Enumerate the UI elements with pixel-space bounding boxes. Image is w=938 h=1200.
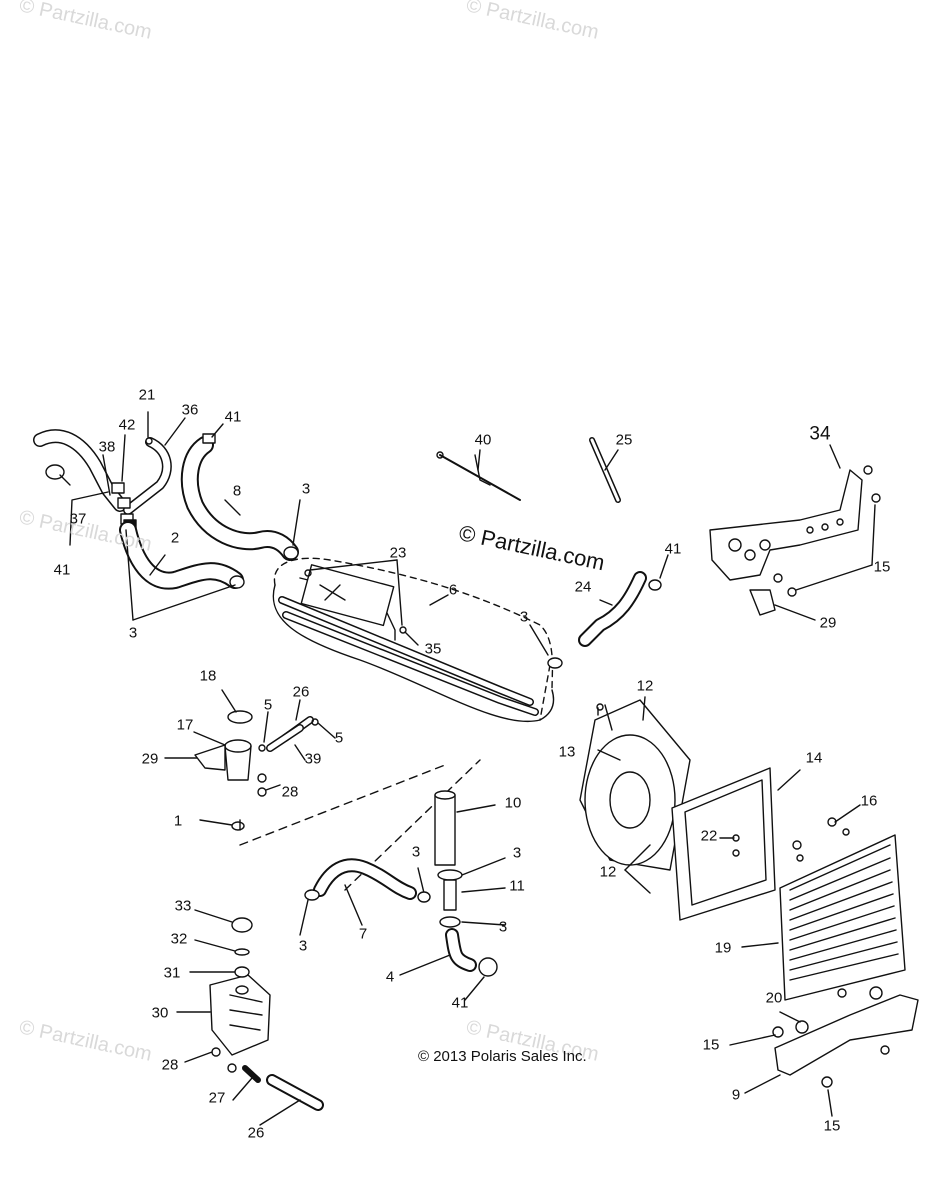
callout-28-b: 28 bbox=[161, 1056, 179, 1074]
callout-27: 27 bbox=[208, 1089, 226, 1107]
callout-6: 6 bbox=[448, 581, 458, 599]
elbow-4 bbox=[445, 928, 498, 977]
callout-1: 1 bbox=[173, 812, 183, 830]
callout-23: 23 bbox=[389, 544, 407, 562]
callout-11: 11 bbox=[509, 877, 525, 895]
callout-3-e: 3 bbox=[512, 844, 522, 862]
callout-24: 24 bbox=[574, 578, 592, 596]
callout-38: 38 bbox=[98, 438, 116, 456]
callout-22: 22 bbox=[700, 827, 718, 845]
callout-19: 19 bbox=[714, 939, 732, 957]
hose-37 bbox=[33, 429, 127, 512]
cap-33 bbox=[231, 917, 253, 933]
callout-18: 18 bbox=[199, 667, 217, 685]
callout-41-a: 41 bbox=[224, 408, 242, 426]
plug-31 bbox=[234, 966, 250, 978]
hose-36 bbox=[123, 437, 172, 515]
callout-3-d: 3 bbox=[411, 843, 421, 861]
filler-neck-17 bbox=[194, 710, 267, 831]
callout-26-a: 26 bbox=[292, 683, 310, 701]
tie-40 bbox=[436, 451, 521, 501]
callout-30: 30 bbox=[151, 1004, 169, 1022]
callout-41-c: 41 bbox=[664, 540, 682, 558]
callout-13: 13 bbox=[558, 743, 576, 761]
fitting-11 bbox=[437, 869, 463, 928]
fan-13 bbox=[579, 699, 691, 871]
callout-3-a: 3 bbox=[301, 480, 311, 498]
callout-12-a: 12 bbox=[636, 677, 654, 695]
hose-26-39 bbox=[258, 716, 319, 752]
washer-32 bbox=[234, 948, 250, 956]
callout-42: 42 bbox=[118, 416, 136, 434]
callout-25: 25 bbox=[615, 431, 633, 449]
callout-15-c: 15 bbox=[823, 1117, 841, 1135]
callout-17: 17 bbox=[176, 716, 194, 734]
clamp-3 bbox=[547, 657, 563, 669]
callout-7: 7 bbox=[358, 925, 368, 943]
radiator-19 bbox=[779, 817, 906, 1001]
callout-31: 31 bbox=[163, 964, 181, 982]
hose-2 bbox=[119, 521, 245, 590]
callout-3-b: 3 bbox=[128, 624, 138, 642]
callout-41-d: 41 bbox=[451, 994, 469, 1012]
callout-40: 40 bbox=[474, 431, 492, 449]
callout-15-a: 15 bbox=[873, 558, 891, 576]
callout-3-c: 3 bbox=[519, 608, 529, 626]
hose-24 bbox=[578, 571, 662, 647]
callout-3-f: 3 bbox=[298, 937, 308, 955]
coolant-tube-assembly-6 bbox=[272, 557, 555, 722]
reservoir-30 bbox=[209, 974, 271, 1056]
callout-26-b: 26 bbox=[247, 1124, 265, 1142]
callout-2: 2 bbox=[170, 529, 180, 547]
callout-10: 10 bbox=[504, 794, 522, 812]
callout-21: 21 bbox=[138, 386, 156, 404]
callout-32: 32 bbox=[170, 930, 188, 948]
shroud-14 bbox=[671, 767, 776, 921]
callout-37: 37 bbox=[69, 510, 87, 528]
callout-15-b: 15 bbox=[702, 1036, 720, 1054]
callout-36: 36 bbox=[181, 401, 199, 419]
callout-8: 8 bbox=[232, 482, 242, 500]
callout-20: 20 bbox=[765, 989, 783, 1007]
callout-9: 9 bbox=[731, 1086, 741, 1104]
callout-34: 34 bbox=[809, 423, 831, 445]
callout-14: 14 bbox=[805, 749, 823, 767]
callout-29-b: 29 bbox=[141, 750, 159, 768]
bracket-9 bbox=[772, 986, 919, 1088]
callout-3-g: 3 bbox=[498, 918, 508, 936]
callout-12-b: 12 bbox=[599, 863, 617, 881]
hose-7 bbox=[304, 858, 417, 901]
tube-10 bbox=[434, 790, 456, 866]
callout-16: 16 bbox=[860, 792, 878, 810]
hose-26-lower bbox=[266, 1074, 324, 1111]
copyright-notice: © 2013 Polaris Sales Inc. bbox=[418, 1048, 587, 1065]
callout-4: 4 bbox=[385, 968, 395, 986]
callout-29-a: 29 bbox=[819, 614, 837, 632]
bracket-34 bbox=[709, 465, 881, 616]
callout-41-b: 41 bbox=[53, 561, 71, 579]
hose-8 bbox=[180, 433, 299, 561]
callout-35: 35 bbox=[424, 640, 442, 658]
callout-5-b: 5 bbox=[334, 729, 344, 747]
callout-5-a: 5 bbox=[263, 696, 273, 714]
callout-33: 33 bbox=[174, 897, 192, 915]
callout-28-a: 28 bbox=[281, 783, 299, 801]
callout-39: 39 bbox=[304, 750, 322, 768]
